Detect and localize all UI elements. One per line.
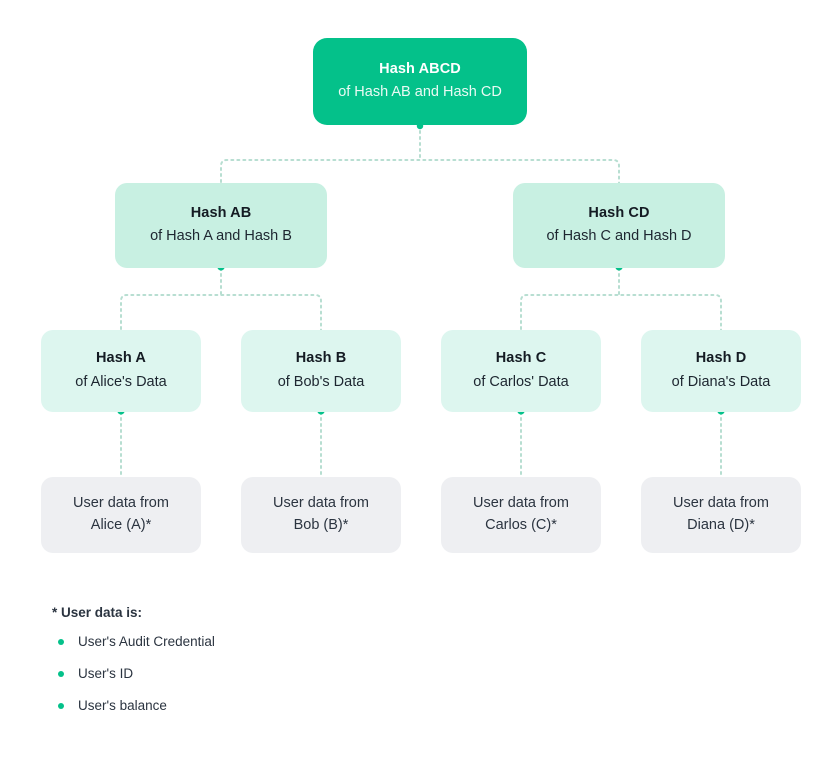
legend-item: User's Audit Credential: [52, 634, 215, 649]
node-title: Hash ABCD: [379, 60, 461, 77]
data-line-1: User data from: [273, 495, 369, 512]
bullet-icon: [58, 638, 64, 645]
node-subtitle: of Bob's Data: [277, 373, 365, 390]
node-subtitle: of Hash C and Hash D: [546, 228, 692, 245]
node-subtitle: of Diana's Data: [671, 373, 771, 390]
node-subtitle: of Hash AB and Hash CD: [338, 84, 502, 101]
node-subtitle: of Hash A and Hash B: [150, 228, 292, 245]
node-hash-c[interactable]: Hash C of Carlos' Data: [441, 330, 601, 412]
legend-heading: * User data is:: [52, 605, 143, 620]
node-hash-d[interactable]: Hash D of Diana's Data: [641, 330, 801, 412]
data-line-2: Carlos (C)*: [485, 517, 557, 533]
bullet-icon: [58, 702, 64, 709]
legend-item: User's balance: [52, 698, 215, 713]
node-subtitle: of Carlos' Data: [473, 373, 569, 390]
node-title: Hash B: [295, 350, 347, 367]
node-hash-cd[interactable]: Hash CD of Hash C and Hash D: [513, 183, 725, 268]
data-line-1: User data from: [473, 495, 569, 512]
node-subtitle: of Alice's Data: [75, 373, 167, 390]
node-title: Hash A: [95, 350, 147, 367]
node-title: Hash AB: [190, 204, 252, 221]
data-line-2: Diana (D)*: [687, 517, 755, 533]
node-hash-ab[interactable]: Hash AB of Hash A and Hash B: [115, 183, 327, 268]
data-line-2: Bob (B)*: [293, 517, 349, 533]
legend-item-label: User's Audit Credential: [78, 634, 215, 649]
node-title: Hash C: [495, 350, 547, 367]
node-hash-abcd[interactable]: Hash ABCD of Hash AB and Hash CD: [313, 38, 527, 125]
connector-bus-cd: [520, 294, 722, 336]
node-hash-a[interactable]: Hash A of Alice's Data: [41, 330, 201, 412]
legend-item-label: User's balance: [78, 698, 167, 713]
node-hash-b[interactable]: Hash B of Bob's Data: [241, 330, 401, 412]
legend-item: User's ID: [52, 666, 215, 681]
bullet-icon: [58, 670, 64, 677]
data-line-2: Alice (A)*: [90, 517, 152, 533]
data-line-1: User data from: [673, 495, 769, 512]
node-user-data-alice[interactable]: User data from Alice (A)*: [41, 477, 201, 553]
node-title: Hash CD: [588, 204, 650, 221]
legend: * User data is: User's Audit Credential …: [52, 605, 215, 713]
connector-bus-ab: [120, 294, 322, 336]
data-line-1: User data from: [73, 495, 169, 512]
legend-item-label: User's ID: [78, 666, 134, 681]
node-user-data-carlos[interactable]: User data from Carlos (C)*: [441, 477, 601, 553]
node-title: Hash D: [695, 350, 747, 367]
node-user-data-bob[interactable]: User data from Bob (B)*: [241, 477, 401, 553]
node-user-data-diana[interactable]: User data from Diana (D)*: [641, 477, 801, 553]
